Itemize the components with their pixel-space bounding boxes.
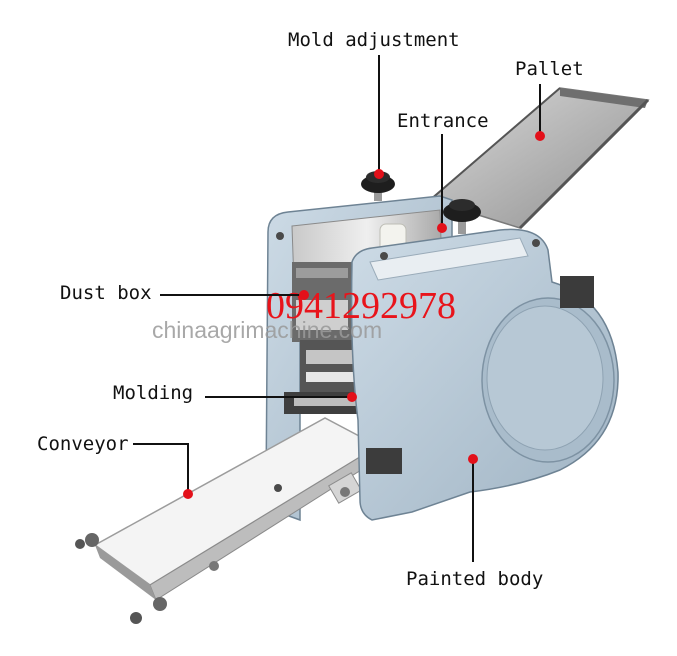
callout-molding: Molding [113,382,357,404]
callout-label-entrance: Entrance [397,110,489,132]
callout-conveyor: Conveyor [37,433,193,499]
pallet-tray [428,87,650,230]
callout-label-painted-body: Painted body [406,568,543,590]
callout-label-dust-box: Dust box [60,282,152,304]
conveyor-belt [75,417,381,624]
callout-label-pallet: Pallet [515,58,584,80]
callout-mold-adjustment: Mold adjustment [288,29,460,179]
entrance-knob [443,199,481,234]
callout-label-conveyor: Conveyor [37,433,129,455]
watermark-phone: 0941292978 [266,285,456,327]
callout-painted-body: Painted body [406,454,543,590]
callout-label-mold-adjustment: Mold adjustment [288,29,460,51]
callout-entrance: Entrance [397,110,489,233]
watermark-site: chinaagrimachine.com [152,317,382,343]
front-body [274,228,619,521]
callout-pallet: Pallet [515,58,584,141]
machine-illustration [75,87,650,624]
callout-dust-box: Dust box [60,282,309,304]
callout-label-molding: Molding [113,382,193,404]
